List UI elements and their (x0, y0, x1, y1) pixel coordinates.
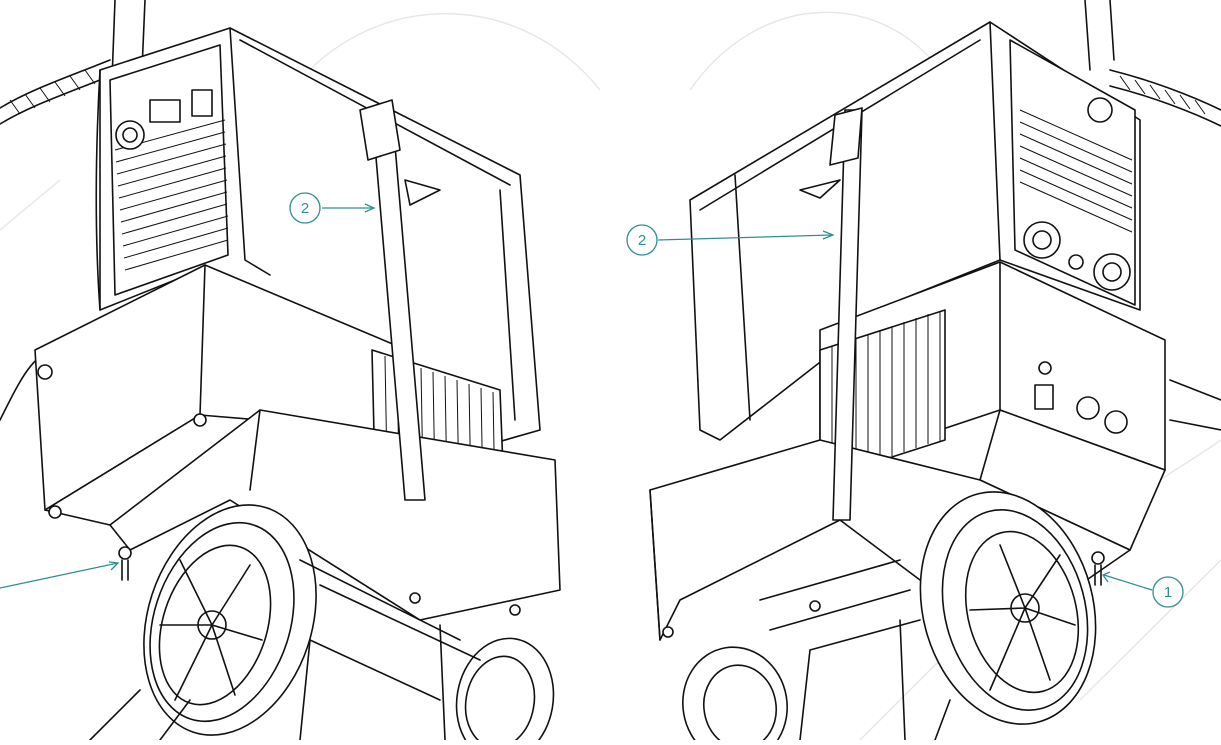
callout-label: 1 (1164, 584, 1172, 601)
right-fitting-2-icon (1104, 410, 1128, 434)
right-strap (799, 107, 863, 521)
callout-bubble (1152, 576, 1184, 608)
callout-bubble (626, 224, 658, 256)
left-view (0, 0, 561, 745)
right-cart-frame (759, 559, 921, 741)
right-switch-icon (1034, 384, 1054, 410)
right-view (649, 0, 1221, 745)
callout-left-2: 2 (289, 192, 376, 224)
callout-left-1-leader (0, 561, 120, 589)
right-bolt-1 (1091, 551, 1105, 565)
left-vent-grille (114, 119, 229, 271)
right-wheel-back (682, 646, 788, 745)
left-bolt-1 (118, 546, 132, 560)
right-chain (1109, 69, 1221, 127)
callout-label: 2 (301, 200, 309, 217)
right-vent-grille (1019, 109, 1133, 233)
callout-label: 2 (638, 232, 646, 249)
left-strap (359, 99, 441, 501)
right-wheel-front (919, 491, 1097, 725)
callout-right-1: 1 (1102, 571, 1184, 608)
left-switch-icon (149, 99, 181, 123)
callout-bubble (289, 192, 321, 224)
left-fitting-icon (37, 364, 53, 380)
left-chain (0, 59, 111, 125)
right-knob-icon (1087, 97, 1113, 123)
left-wheel-back (455, 637, 555, 745)
right-fitting-1-icon (1076, 396, 1100, 420)
left-wheel-front (143, 504, 317, 736)
left-cart-frame (299, 559, 481, 741)
callout-right-2: 2 (626, 224, 835, 256)
left-base-tray (109, 409, 561, 621)
